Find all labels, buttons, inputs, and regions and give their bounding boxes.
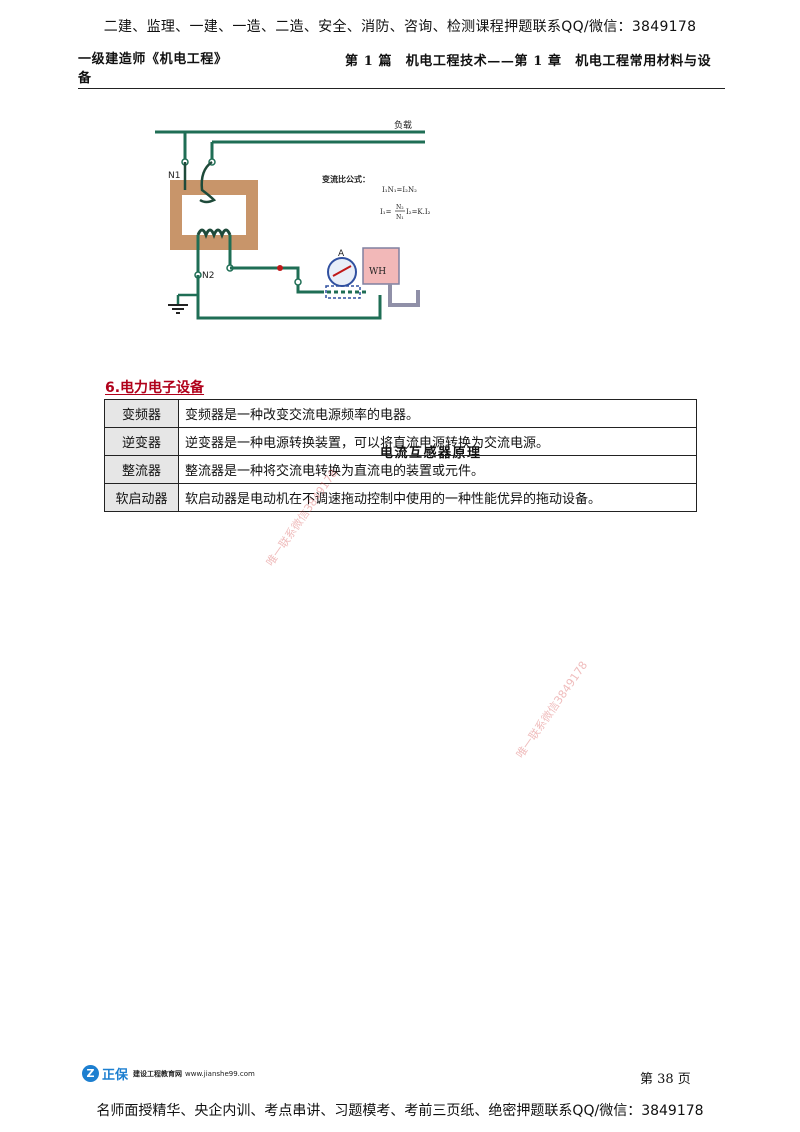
logo-url: www.jianshe99.com (185, 1069, 255, 1078)
current-transformer-figure: 负载 N1 N2 A WH (150, 100, 480, 461)
ammeter-needle (332, 265, 352, 277)
secondary-winding (196, 228, 232, 240)
current-transformer-diagram: 负载 N1 N2 A WH (155, 119, 431, 320)
meter-loop (388, 284, 420, 307)
formula-title: 变流比公式： (322, 174, 370, 184)
table-row: 逆变器 逆变器是一种电源转换装置，可以将直流电源转换为交流电源。 (104, 427, 697, 456)
energy-meter-label: WH (369, 267, 386, 277)
table-row: 变频器 变频器是一种改变交流电源频率的电器。 (104, 399, 697, 428)
device-description: 整流器是一种将交流电转换为直流电的装置或元件。 (178, 455, 697, 484)
secondary-wire-bottom (196, 275, 382, 320)
formula-lhs: I₁= (380, 208, 392, 216)
core-window (182, 195, 246, 235)
watermark: 唯一联系微信3849178 (513, 658, 591, 761)
formula-rhs: I₂=K.I₂ (406, 208, 431, 216)
formula-line-1: I₁N₁=I₂N₂ (382, 186, 417, 194)
table-row: 整流器 整流器是一种将交流电转换为直流电的装置或元件。 (104, 455, 697, 484)
logo-brand: 正保 (102, 1068, 129, 1083)
energy-meter-box (362, 247, 400, 285)
header-divider (78, 88, 725, 89)
header-chapter-title: 第 1 篇 机电工程技术——第 1 章 机电工程常用材料与设 (345, 54, 712, 69)
primary-winding (183, 160, 217, 204)
header-book-title: 一级建造师《机电工程》 备 (78, 50, 328, 88)
secondary-wire-top (230, 266, 320, 294)
top-banner: 二建、监理、一建、一造、二造、安全、消防、咨询、检测课程押题联系QQ/微信：38… (103, 19, 697, 35)
page-number: 第 38 页 (640, 1072, 691, 1087)
power-electronics-table: 变频器 变频器是一种改变交流电源频率的电器。 逆变器 逆变器是一种电源转换装置，… (104, 399, 697, 512)
section-title: 6.电力电子设备 (105, 380, 205, 396)
device-term: 软启动器 (104, 483, 179, 512)
formula-numerator: N₂ (396, 204, 404, 211)
wire-terminal (294, 278, 302, 286)
header-book-title-line1: 一级建造师《机电工程》 (78, 52, 228, 67)
ammeter-base (325, 285, 361, 299)
n1-label: N1 (168, 171, 180, 181)
device-description: 逆变器是一种电源转换装置，可以将直流电源转换为交流电源。 (178, 427, 697, 456)
logo-icon: Z (82, 1065, 99, 1082)
device-description: 软启动器是电动机在不调速拖动控制中使用的一种性能优异的拖动设备。 (178, 483, 697, 512)
ammeter-label: A (338, 249, 345, 259)
device-term: 变频器 (104, 399, 179, 428)
logo-site-name: 建设工程教育网 (133, 1069, 183, 1078)
device-term: 整流器 (104, 455, 179, 484)
n2-label: N2 (202, 271, 214, 281)
device-term: 逆变器 (104, 427, 179, 456)
formula-denominator: N₁ (396, 214, 404, 221)
junction-dot (277, 265, 283, 271)
table-row: 软启动器 软启动器是电动机在不调速拖动控制中使用的一种性能优异的拖动设备。 (104, 483, 697, 512)
load-label: 负载 (394, 119, 412, 131)
device-description: 变频器是一种改变交流电源频率的电器。 (178, 399, 697, 428)
footer-logo: Z 正保 建设工程教育网 www.jianshe99.com (82, 1064, 255, 1083)
header-book-title-line2: 备 (78, 71, 92, 86)
bottom-banner: 名师面授精华、央企内训、考点串讲、习题模考、考前三页纸、绝密押题联系QQ/微信：… (96, 1103, 704, 1119)
